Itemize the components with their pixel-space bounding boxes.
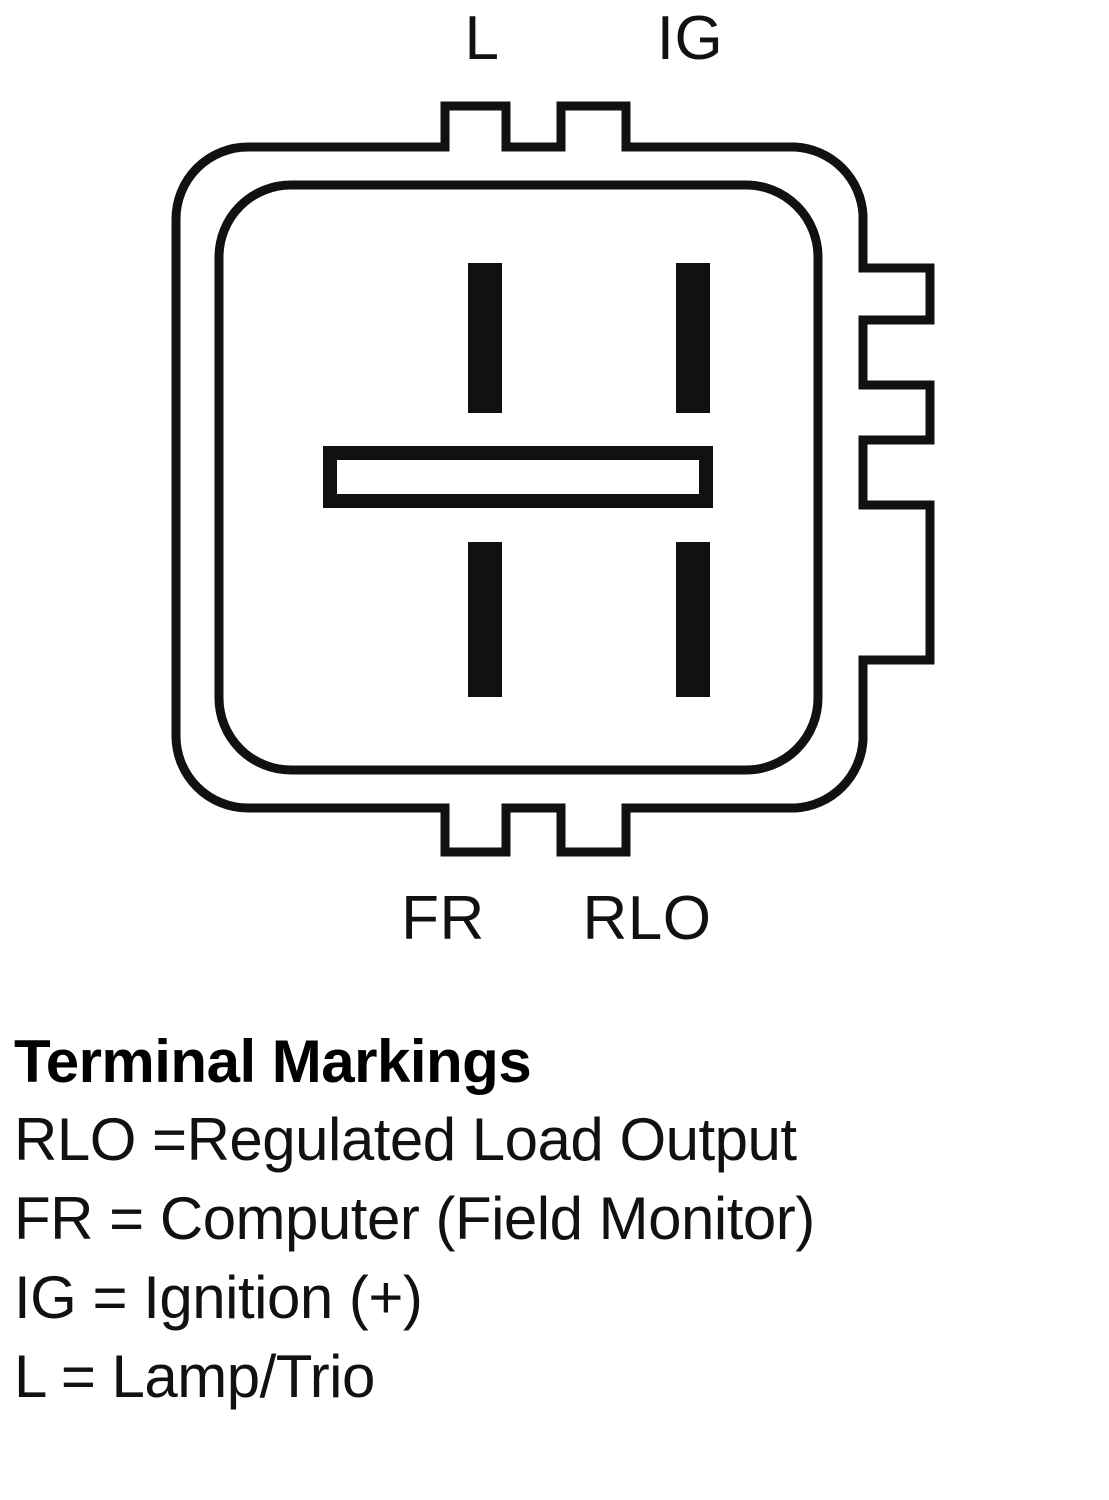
center-keyway-slot bbox=[323, 446, 713, 508]
legend-line-ig: IG = Ignition (+) bbox=[14, 1263, 423, 1331]
terminal-label-FR: FR bbox=[401, 884, 485, 953]
terminal-markings-legend: Terminal Markings RLO =Regulated Load Ou… bbox=[14, 1030, 1099, 1416]
terminal-slot-FR bbox=[468, 542, 502, 697]
terminal-label-RLO: RLO bbox=[582, 884, 712, 953]
connector-inner-body bbox=[214, 180, 823, 775]
legend-line-rlo: RLO =Regulated Load Output bbox=[14, 1105, 797, 1173]
terminal-slot-L bbox=[468, 263, 502, 413]
terminal-label-L: L bbox=[464, 4, 500, 73]
legend-title: Terminal Markings bbox=[14, 1028, 532, 1095]
connector-diagram: L IG FR RLO bbox=[171, 4, 935, 953]
legend-line-l: L = Lamp/Trio bbox=[14, 1343, 375, 1411]
connector-drawing bbox=[171, 101, 935, 857]
connector-outer-shell bbox=[171, 101, 935, 857]
legend-line-fr: FR = Computer (Field Monitor) bbox=[14, 1184, 815, 1252]
terminal-label-IG: IG bbox=[656, 4, 724, 73]
terminal-slot-IG bbox=[676, 263, 710, 413]
terminal-slot-RLO bbox=[676, 542, 710, 697]
